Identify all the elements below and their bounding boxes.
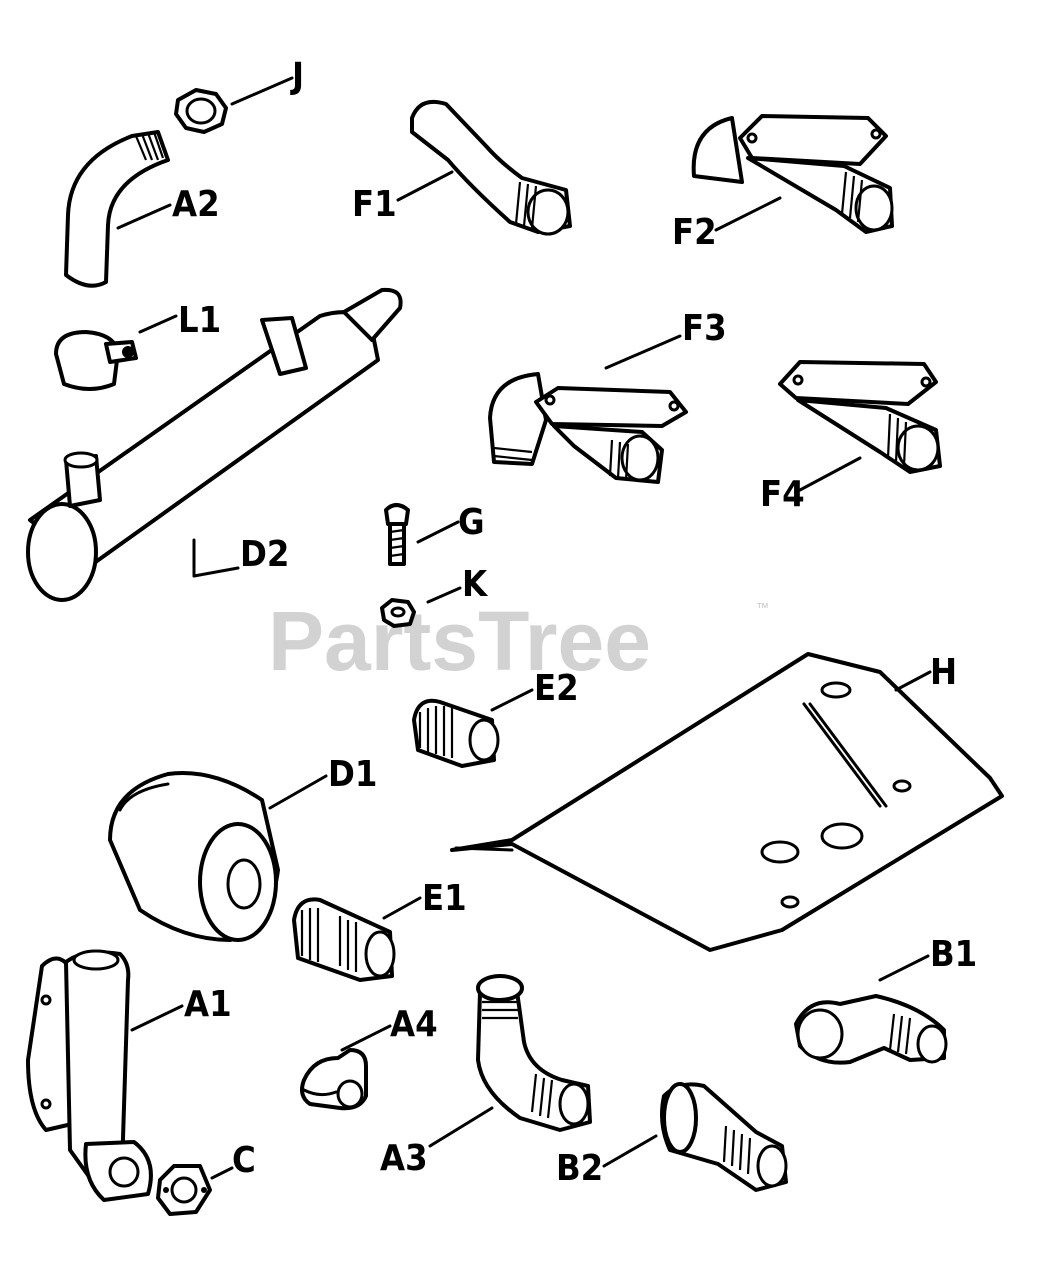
part-h-shield-plate[interactable] bbox=[450, 652, 1004, 952]
callout-a3[interactable]: A3 bbox=[380, 1138, 428, 1179]
callout-e2[interactable]: E2 bbox=[534, 668, 579, 709]
leader-a4 bbox=[340, 1024, 392, 1052]
leader-a2 bbox=[116, 203, 172, 230]
leader-d1 bbox=[268, 774, 328, 810]
leader-d2-b bbox=[192, 566, 240, 578]
part-b2-elbow[interactable] bbox=[660, 1082, 788, 1192]
callout-f1[interactable]: F1 bbox=[352, 184, 397, 225]
leader-k bbox=[426, 586, 462, 604]
part-a2-curved-pipe[interactable] bbox=[64, 130, 170, 288]
watermark-text: PartsTree bbox=[268, 594, 651, 688]
part-j-nut[interactable] bbox=[174, 88, 228, 134]
callout-f3[interactable]: F3 bbox=[682, 308, 727, 349]
leader-c bbox=[210, 1166, 234, 1180]
callout-h[interactable]: H bbox=[930, 652, 957, 693]
callout-a2[interactable]: A2 bbox=[172, 184, 220, 225]
trademark-symbol: ™ bbox=[756, 600, 769, 615]
callout-d2[interactable]: D2 bbox=[240, 534, 289, 575]
leader-f1 bbox=[396, 170, 454, 202]
part-f3-flanged-elbow[interactable] bbox=[488, 372, 688, 484]
part-c-gasket[interactable] bbox=[156, 1164, 212, 1216]
callout-j[interactable]: J bbox=[290, 56, 304, 97]
leader-f2 bbox=[714, 196, 782, 232]
leader-e1 bbox=[382, 896, 422, 920]
part-a1-manifold[interactable] bbox=[26, 949, 153, 1202]
leader-l1 bbox=[138, 314, 178, 334]
leader-b1 bbox=[878, 954, 930, 982]
part-e2-nipple[interactable] bbox=[412, 698, 500, 768]
part-k-nut[interactable] bbox=[380, 598, 416, 628]
callout-b1[interactable]: B1 bbox=[930, 934, 977, 975]
callout-a4[interactable]: A4 bbox=[390, 1004, 438, 1045]
leader-e2 bbox=[490, 688, 534, 712]
callout-d1[interactable]: D1 bbox=[328, 754, 377, 795]
callout-f4[interactable]: F4 bbox=[760, 474, 805, 515]
part-f4-flanged-pipe[interactable] bbox=[778, 360, 942, 474]
callout-b2[interactable]: B2 bbox=[556, 1148, 603, 1189]
leader-b2 bbox=[602, 1134, 658, 1168]
callout-c[interactable]: C bbox=[232, 1140, 256, 1181]
leader-a1 bbox=[130, 1004, 184, 1032]
callout-f2[interactable]: F2 bbox=[672, 212, 717, 253]
callout-a1[interactable]: A1 bbox=[184, 984, 232, 1025]
callout-l1[interactable]: L1 bbox=[178, 300, 221, 341]
part-g-bolt[interactable] bbox=[384, 503, 410, 566]
callout-k[interactable]: K bbox=[462, 564, 489, 605]
part-l1-clamp[interactable] bbox=[54, 330, 138, 391]
part-d2-muffler[interactable] bbox=[26, 287, 403, 602]
leader-f4 bbox=[798, 456, 862, 492]
leader-h bbox=[894, 670, 932, 692]
leader-f3 bbox=[604, 334, 682, 370]
part-f1-offset-pipe[interactable] bbox=[410, 99, 572, 236]
part-a4-elbow[interactable] bbox=[300, 1048, 368, 1111]
part-b1-elbow[interactable] bbox=[794, 994, 948, 1065]
callout-e1[interactable]: E1 bbox=[422, 878, 467, 919]
leader-g bbox=[416, 520, 460, 544]
part-e1-nipple[interactable] bbox=[292, 897, 396, 982]
callout-g[interactable]: G bbox=[458, 502, 485, 543]
part-f2-flanged-elbow[interactable] bbox=[691, 114, 894, 234]
part-a3-elbow[interactable] bbox=[476, 974, 592, 1132]
part-d1-round-muffler[interactable] bbox=[108, 771, 280, 942]
leader-j bbox=[230, 76, 294, 106]
leader-a3 bbox=[428, 1106, 494, 1148]
